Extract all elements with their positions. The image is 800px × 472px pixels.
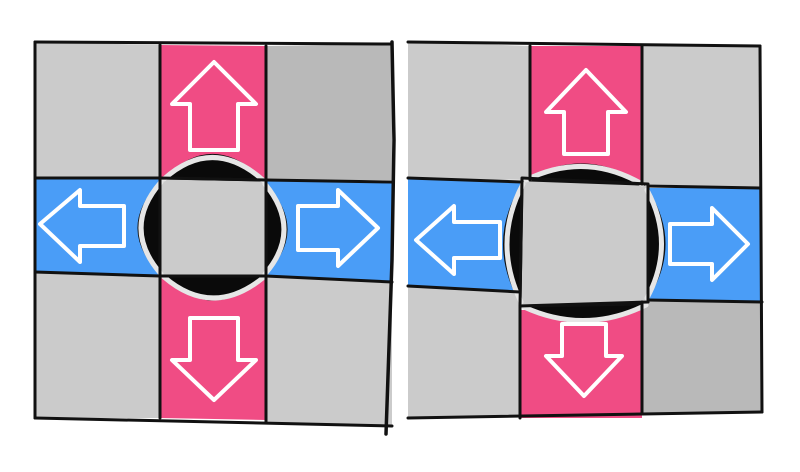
left-cell-top-left <box>35 42 160 178</box>
right-cell-top-right <box>642 46 760 188</box>
right-lane-right <box>648 188 760 302</box>
arrow-left-icon <box>414 204 502 276</box>
right-lane-up <box>530 46 642 184</box>
right-cell-bottom-left <box>408 286 520 418</box>
left-gap-right-rim <box>262 181 287 277</box>
left-gap-top-rim <box>161 155 267 184</box>
left-grid-lines <box>33 40 394 428</box>
right-gap-top-rim <box>523 164 645 187</box>
panel-divider <box>384 40 396 436</box>
left-center-cell <box>160 178 266 276</box>
left-panel <box>33 40 394 428</box>
right-lane-down <box>520 310 642 418</box>
right-gap-right-rim <box>644 187 664 301</box>
left-cell-bottom-right <box>266 276 392 426</box>
right-panel <box>406 40 764 420</box>
arrow-up-icon <box>544 68 628 156</box>
right-gap-left-rim <box>504 181 526 305</box>
arrow-left-icon <box>38 188 126 264</box>
right-lane-left <box>408 178 520 292</box>
left-lane-down <box>160 276 266 420</box>
arrow-right-icon <box>296 188 380 268</box>
left-gap-bottom-rim <box>161 274 267 301</box>
right-center-cell <box>520 178 648 306</box>
right-cell-top-left <box>408 42 530 180</box>
right-grid-lines <box>406 40 764 420</box>
left-cell-top-right <box>266 44 392 180</box>
arrow-down-icon <box>170 316 258 402</box>
arrow-up-icon <box>170 60 258 152</box>
right-cell-bottom-right <box>642 300 762 414</box>
arrow-right-icon <box>668 206 750 282</box>
left-cell-bottom-left <box>35 272 160 418</box>
right-gap-bottom-rim <box>521 302 649 323</box>
arrow-down-icon <box>544 322 624 398</box>
left-gap-left-rim <box>138 179 164 277</box>
